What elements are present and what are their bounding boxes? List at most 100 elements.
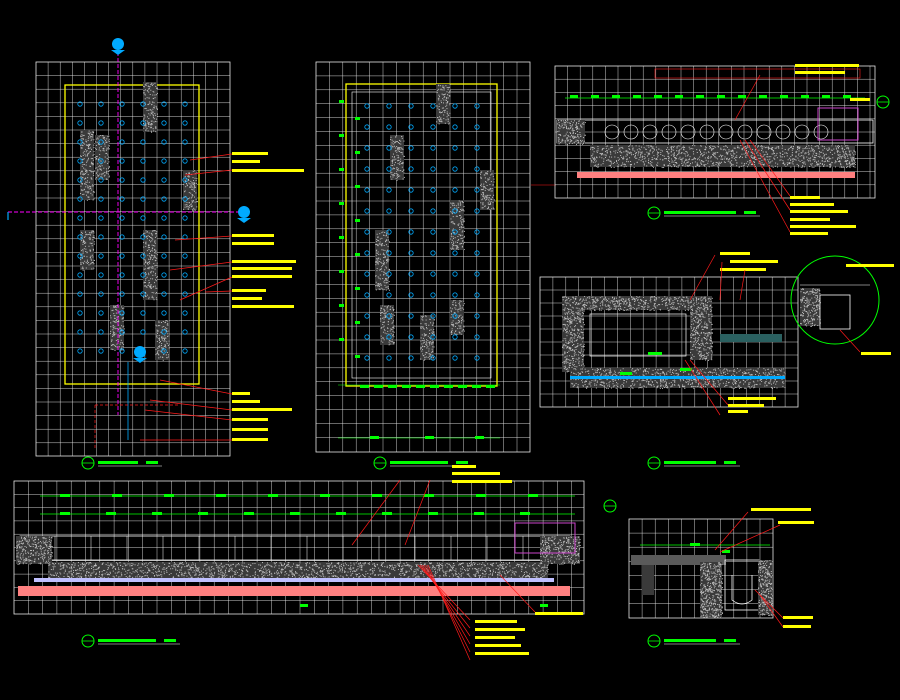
hatch-dot: [89, 249, 91, 251]
hatch-dot: [565, 341, 567, 343]
plan-b-planter-hatch: [436, 84, 451, 125]
hatch-dot: [80, 185, 82, 187]
hatch-dot: [145, 245, 147, 247]
hatch-dot: [810, 163, 812, 165]
hatch-dot: [600, 153, 602, 155]
hatch-dot: [452, 221, 454, 223]
hatch-dot: [458, 211, 460, 213]
hatch-dot: [590, 308, 592, 310]
hatch-dot: [120, 339, 122, 341]
hatch-dot: [701, 328, 703, 330]
hatch-dot: [798, 164, 800, 166]
hatch-dot: [808, 159, 810, 161]
hatch-dot: [636, 149, 638, 151]
hatch-dot: [569, 300, 571, 302]
plan-a-lamp-fixture: [98, 310, 104, 316]
hatch-dot: [597, 299, 599, 301]
plan-b-lamp-fixture: [430, 250, 436, 256]
hatch-dot: [577, 316, 579, 318]
hatch-dot: [605, 147, 607, 149]
hatch-dot: [164, 344, 166, 346]
plan-a-lamp-fixture: [140, 310, 146, 316]
hatch-dot: [150, 271, 152, 273]
hatch-dot: [576, 312, 578, 314]
plan-b-lamp-fixture: [474, 292, 480, 298]
hatch-dot: [191, 188, 193, 190]
hatch-dot: [618, 147, 620, 149]
plan-a-lamp-fixture: [77, 215, 83, 221]
hatch-dot: [154, 256, 156, 258]
hatch-dot: [574, 328, 576, 330]
hatch-dot: [424, 323, 426, 325]
hatch-dot: [750, 161, 752, 163]
hatch-dot: [155, 287, 157, 289]
hatch-dot: [398, 157, 400, 159]
hatch-dot: [87, 187, 89, 189]
section-a-annotation: [795, 64, 859, 67]
hatch-dot: [81, 238, 83, 240]
hatch-dot: [682, 296, 684, 298]
hatch-dot: [382, 331, 384, 333]
plan-a-lamp-fixture: [182, 310, 188, 316]
hatch-dot: [89, 257, 91, 259]
hatch-dot: [149, 236, 151, 238]
hatch-dot: [85, 250, 87, 252]
hatch-dot: [558, 122, 560, 124]
hatch-dot: [779, 152, 781, 154]
hatch-dot: [399, 164, 401, 166]
hatch-dot: [168, 335, 170, 337]
hatch-dot: [110, 317, 112, 319]
hatch-dot: [580, 328, 582, 330]
hatch-dot: [154, 248, 156, 250]
hatch-dot: [191, 187, 193, 189]
hatch-dot: [588, 307, 590, 309]
hatch-dot: [150, 287, 152, 289]
hatch-dot: [795, 152, 797, 154]
section-a-pipe: [699, 124, 715, 140]
hatch-dot: [697, 342, 699, 344]
hatch-dot: [482, 185, 484, 187]
hatch-dot: [563, 362, 565, 364]
hatch-dot: [86, 144, 88, 146]
hatch-dot: [566, 128, 568, 130]
hatch-dot: [387, 327, 389, 329]
plan-a-lamp-fixture: [77, 158, 83, 164]
plan-a-lamp-fixture: [98, 120, 104, 126]
hatch-dot: [375, 275, 377, 277]
hatch-dot: [393, 336, 395, 338]
hatch-dot: [80, 135, 82, 137]
hatch-dot: [768, 165, 770, 167]
hatch-dot: [799, 148, 801, 150]
hatch-dot: [622, 162, 624, 164]
hatch-dot: [579, 299, 581, 301]
hatch-dot: [156, 329, 158, 331]
hatch-dot: [393, 174, 395, 176]
hatch-dot: [698, 307, 700, 309]
hatch-dot: [771, 147, 773, 149]
hatch-dot: [87, 139, 89, 141]
hatch-dot: [390, 138, 392, 140]
hatch-dot: [577, 142, 579, 144]
hatch-dot: [454, 207, 456, 209]
hatch-dot: [810, 157, 812, 159]
hatch-dot: [102, 149, 104, 151]
plan-a-lamp-fixture: [98, 196, 104, 202]
hatch-dot: [395, 150, 397, 152]
hatch-dot: [87, 146, 89, 148]
hatch-dot: [156, 299, 158, 301]
hatch-dot: [653, 309, 655, 311]
hatch-dot: [156, 335, 158, 337]
plan-b-lamp-fixture: [474, 166, 480, 172]
hatch-dot: [569, 321, 571, 323]
hatch-dot: [648, 145, 650, 147]
hatch-dot: [86, 150, 88, 152]
hatch-dot: [440, 112, 442, 114]
hatch-dot: [731, 157, 733, 159]
hatch-dot: [392, 321, 394, 323]
hatch-dot: [681, 158, 683, 160]
hatch-dot: [167, 335, 169, 337]
hatch-dot: [595, 298, 597, 300]
hatch-dot: [401, 163, 403, 165]
plan-a-lamp-fixture: [161, 139, 167, 145]
hatch-dot: [91, 171, 93, 173]
